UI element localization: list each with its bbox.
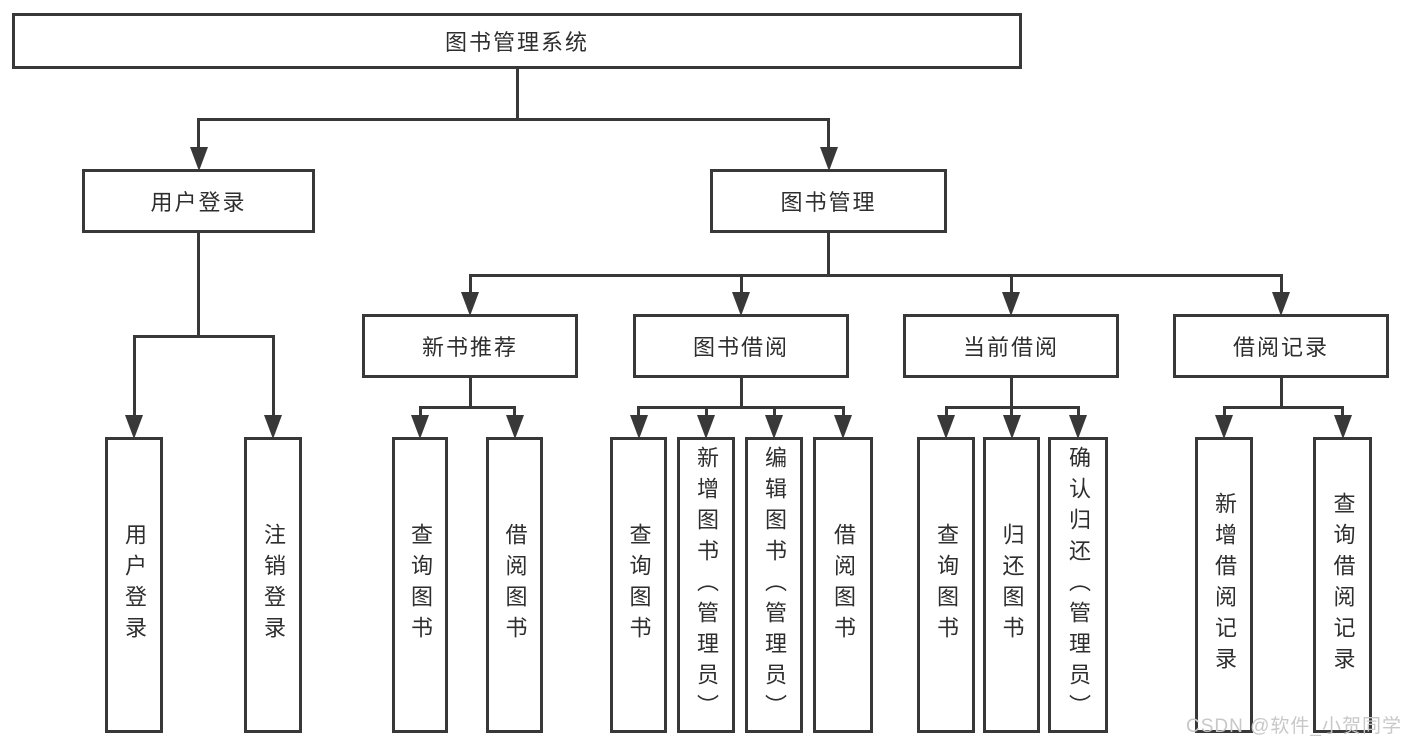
connector-drop bbox=[704, 406, 708, 419]
arrow-down-icon bbox=[505, 415, 524, 439]
connector-stem bbox=[827, 232, 830, 277]
connector-drop bbox=[944, 406, 948, 419]
node-cb-query: 查询图书 bbox=[917, 437, 975, 733]
node-br-add: 新增借阅记录 bbox=[1195, 437, 1253, 733]
arrow-down-icon bbox=[937, 415, 955, 439]
connector-drop bbox=[1279, 274, 1283, 296]
connector-bus bbox=[468, 274, 1283, 277]
node-user-login: 用户登录 bbox=[82, 169, 315, 233]
arrow-down-icon bbox=[819, 147, 838, 171]
node-br-query: 查询借阅记录 bbox=[1313, 437, 1372, 733]
connector-drop bbox=[1010, 406, 1013, 419]
connector-drop bbox=[132, 335, 136, 419]
node-bb-add: 新增图书（管理员） bbox=[677, 437, 735, 733]
node-bb-edit: 编辑图书（管理员） bbox=[745, 437, 803, 733]
connector-drop bbox=[1341, 406, 1344, 419]
arrow-down-icon bbox=[1069, 415, 1087, 439]
node-cb-return: 归还图书 bbox=[983, 437, 1040, 733]
arrow-down-icon bbox=[1333, 415, 1352, 439]
connector-bus bbox=[418, 406, 516, 409]
node-nbr-borrow: 借阅图书 bbox=[486, 437, 543, 733]
node-bb-borrow: 借阅图书 bbox=[813, 437, 873, 733]
node-book-mgmt: 图书管理 bbox=[710, 169, 947, 233]
arrow-down-icon bbox=[411, 415, 429, 439]
arrow-down-icon bbox=[1215, 415, 1233, 439]
connector-stem bbox=[515, 68, 519, 121]
arrow-down-icon bbox=[1002, 292, 1020, 316]
node-borrow-records: 借阅记录 bbox=[1173, 314, 1389, 378]
connector-stem bbox=[1279, 377, 1283, 409]
connector-bus bbox=[197, 118, 830, 121]
arrow-down-icon bbox=[732, 292, 750, 316]
arrow-down-icon bbox=[189, 147, 208, 171]
connector-drop bbox=[468, 274, 472, 296]
arrow-down-icon bbox=[765, 415, 783, 439]
connector-stem bbox=[1009, 377, 1013, 409]
arrow-down-icon bbox=[461, 292, 479, 316]
connector-drop bbox=[841, 406, 845, 419]
connector-bus bbox=[132, 335, 275, 338]
connector-stem bbox=[739, 377, 743, 409]
node-current-borrow: 当前借阅 bbox=[903, 314, 1119, 378]
node-bb-query: 查询图书 bbox=[610, 437, 667, 733]
arrow-down-icon bbox=[1002, 415, 1021, 439]
node-root: 图书管理系统 bbox=[12, 13, 1022, 69]
node-login-op: 用户登录 bbox=[105, 437, 163, 733]
connector-drop bbox=[271, 335, 275, 419]
connector-drop bbox=[1222, 406, 1226, 419]
arrow-down-icon bbox=[1272, 292, 1290, 316]
connector-drop bbox=[1009, 274, 1013, 296]
arrow-down-icon bbox=[125, 415, 143, 439]
connector-drop bbox=[418, 406, 422, 419]
connector-drop bbox=[739, 274, 743, 296]
node-book-borrow: 图书借阅 bbox=[633, 314, 849, 378]
connector-bus bbox=[1222, 406, 1344, 409]
connector-drop bbox=[197, 118, 200, 151]
arrow-down-icon bbox=[834, 415, 852, 439]
connector-bus bbox=[637, 406, 845, 409]
node-cb-confirm: 确认归还（管理员） bbox=[1048, 437, 1108, 733]
connector-drop bbox=[637, 406, 640, 419]
node-new-book-rec: 新书推荐 bbox=[362, 314, 578, 378]
connector-drop bbox=[827, 118, 830, 151]
connector-drop bbox=[772, 406, 776, 419]
csdn-watermark: CSDN @软件_小贺同学 bbox=[1186, 716, 1402, 737]
node-nbr-query: 查询图书 bbox=[392, 437, 448, 733]
connector-drop bbox=[513, 406, 516, 419]
arrow-down-icon bbox=[264, 415, 282, 439]
arrow-down-icon bbox=[629, 415, 648, 439]
connector-drop bbox=[1076, 406, 1080, 419]
arrow-down-icon bbox=[697, 415, 715, 439]
connector-stem bbox=[468, 377, 472, 409]
connector-stem bbox=[197, 232, 200, 338]
node-logout-op: 注销登录 bbox=[244, 437, 302, 733]
